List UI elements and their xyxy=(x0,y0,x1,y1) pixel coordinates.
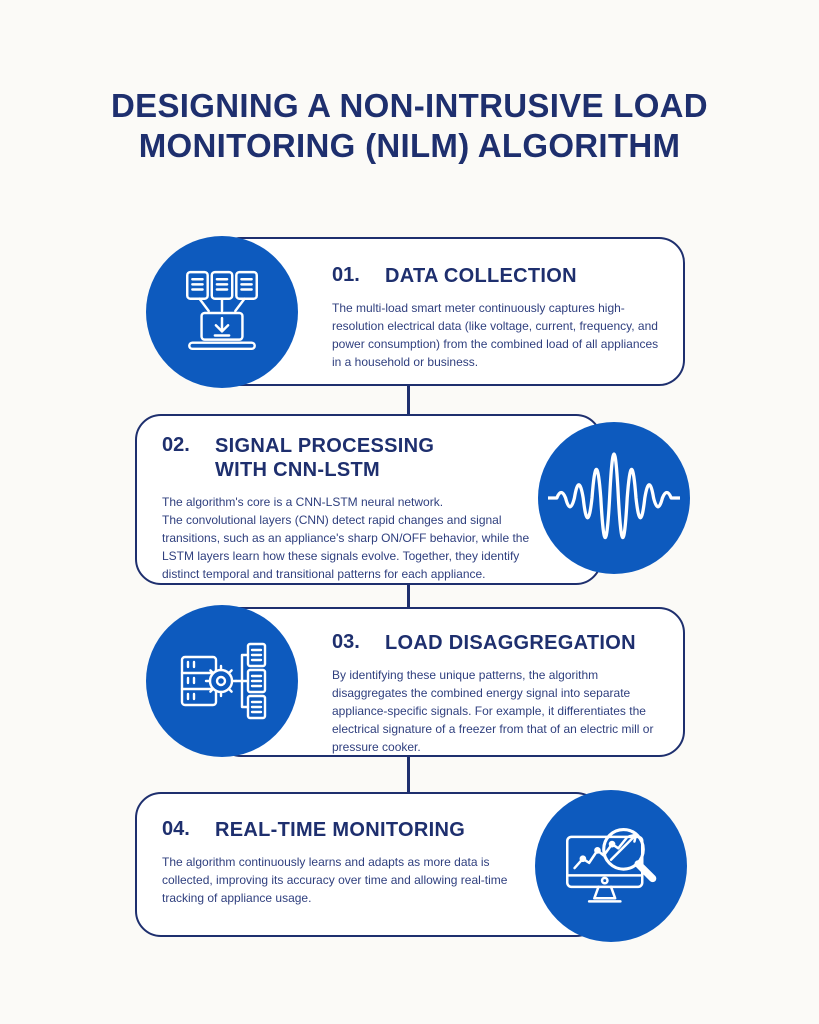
step-4-heading: 04. REAL-TIME MONITORING xyxy=(162,818,510,842)
page-title: DESIGNING A NON-INTRUSIVE LOAD MONITORIN… xyxy=(0,86,819,167)
step-icon-circle-3 xyxy=(146,605,298,757)
step-icon-circle-1 xyxy=(146,236,298,388)
server-gear-documents-icon xyxy=(180,642,267,720)
step-icon-circle-2 xyxy=(538,422,690,574)
page-title-line-2: MONITORING (NILM) ALGORITHM xyxy=(138,127,681,165)
monitor-magnifier-icon xyxy=(566,827,657,903)
connector-line-3 xyxy=(407,754,410,794)
connector-line-1 xyxy=(407,384,410,416)
step-1-heading: 01. DATA COLLECTION xyxy=(332,264,669,288)
step-2-heading: 02. SIGNAL PROCESSING WITH CNN-LSTM xyxy=(162,434,552,482)
step-title: DATA COLLECTION xyxy=(385,265,577,287)
signal-waveform-icon xyxy=(548,452,680,539)
step-description: The algorithm continuously learns and ad… xyxy=(162,855,508,905)
step-description: By identifying these unique patterns, th… xyxy=(332,668,654,754)
step-card-2: 02. SIGNAL PROCESSING WITH CNN-LSTM The … xyxy=(135,414,602,585)
documents-to-laptop-icon xyxy=(186,270,258,351)
step-title: LOAD DISAGGREGATION xyxy=(385,632,636,654)
step-title: REAL-TIME MONITORING xyxy=(215,819,466,841)
step-card-4: 04. REAL-TIME MONITORING The algorithm c… xyxy=(135,792,602,937)
step-card-3: 03. LOAD DISAGGREGATION By identifying t… xyxy=(215,607,685,757)
step-icon-circle-4 xyxy=(535,790,687,942)
step-description: The algorithm's core is a CNN-LSTM neura… xyxy=(162,495,530,581)
connector-line-2 xyxy=(407,583,410,610)
step-number: 03. xyxy=(332,631,360,653)
step-title: SIGNAL PROCESSING WITH CNN-LSTM xyxy=(215,435,435,481)
step-3-heading: 03. LOAD DISAGGREGATION xyxy=(332,631,669,655)
step-description: The multi-load smart meter continuously … xyxy=(332,301,659,369)
step-number: 04. xyxy=(162,818,190,840)
step-number: 01. xyxy=(332,264,360,286)
page-title-line-1: DESIGNING A NON-INTRUSIVE LOAD xyxy=(111,87,708,124)
step-number: 02. xyxy=(162,434,190,456)
